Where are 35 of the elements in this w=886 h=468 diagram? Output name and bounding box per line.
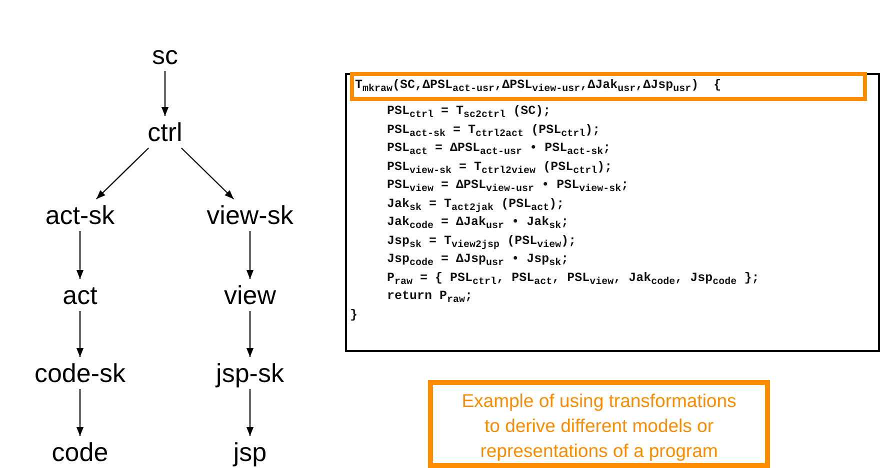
code-line: PSL$_{act}$ = ΔPSL$_{act-usr}$ • PSL$_{act-sk}$; — [386, 140, 611, 158]
arrow — [96, 148, 150, 200]
code-line: Jsp$_{code}$ = ΔJsp$_{usr}$ • Jsp$_{sk}$; — [386, 251, 569, 268]
arrow — [76, 389, 84, 436]
arrow — [246, 389, 254, 436]
code-line: P$_{raw}$ = { PSL$_{ctrl}$, PSL$_{act}$, PSL$_{view}$, Jak$_{code}$, Jsp$_{code}$ }; — [386, 270, 760, 287]
arrow — [76, 311, 84, 357]
arrow — [76, 231, 84, 279]
tree-node-label: act — [62, 280, 98, 310]
arrow — [180, 148, 234, 200]
code-line: PSL$_{ctrl}$ = T$_{sc2ctrl}$ (SC); — [386, 103, 551, 120]
tree-node-label: jsp — [233, 437, 267, 467]
tree-node-label: act-sk — [45, 200, 115, 230]
tree-node-label: code — [52, 437, 108, 467]
code-line: PSL$_{view-sk}$ = T$_{ctrl2view}$ (PSL$_{ctrl}$); — [386, 158, 612, 176]
code-line: Jsp$_{sk}$ = T$_{view2jsp}$ (PSL$_{view}$); — [386, 232, 576, 250]
arrow — [246, 311, 254, 357]
code-line: T$_{mkraw}$(SC,ΔPSL$_{act-usr}$,ΔPSL$_{view-usr}$,ΔJak$_{usr}$,ΔJsp$_{usr}$) { — [354, 77, 722, 94]
tree-node-label: view — [224, 280, 276, 310]
code-panel — [345, 73, 880, 352]
arrow — [161, 71, 169, 116]
code-line: PSL$_{view}$ = ΔPSL$_{view-usr}$ • PSL$_{view-sk}$; — [386, 177, 629, 194]
tree-node-label: jsp-sk — [216, 358, 284, 388]
arrow — [246, 231, 254, 279]
code-line: Jak$_{sk}$ = T$_{act2jak}$ (PSL$_{act}$); — [386, 196, 564, 213]
tree-node-label: code-sk — [34, 358, 126, 388]
code-line: } — [349, 306, 358, 324]
tree-node-label: sc — [152, 40, 178, 70]
caption-box: Example of using transformations to derive different models or representations of a program — [428, 380, 770, 468]
code-line: return P$_{raw}$; — [386, 288, 473, 306]
code-line: PSL$_{act-sk}$ = T$_{ctrl2act}$ (PSL$_{ctrl}$); — [386, 122, 600, 139]
highlight-box — [350, 72, 867, 101]
tree-node-label: view-sk — [206, 200, 294, 230]
tree-node-label: ctrl — [148, 117, 182, 147]
code-line: Jak$_{code}$ = ΔJak$_{usr}$ • Jak$_{sk}$; — [386, 214, 569, 232]
